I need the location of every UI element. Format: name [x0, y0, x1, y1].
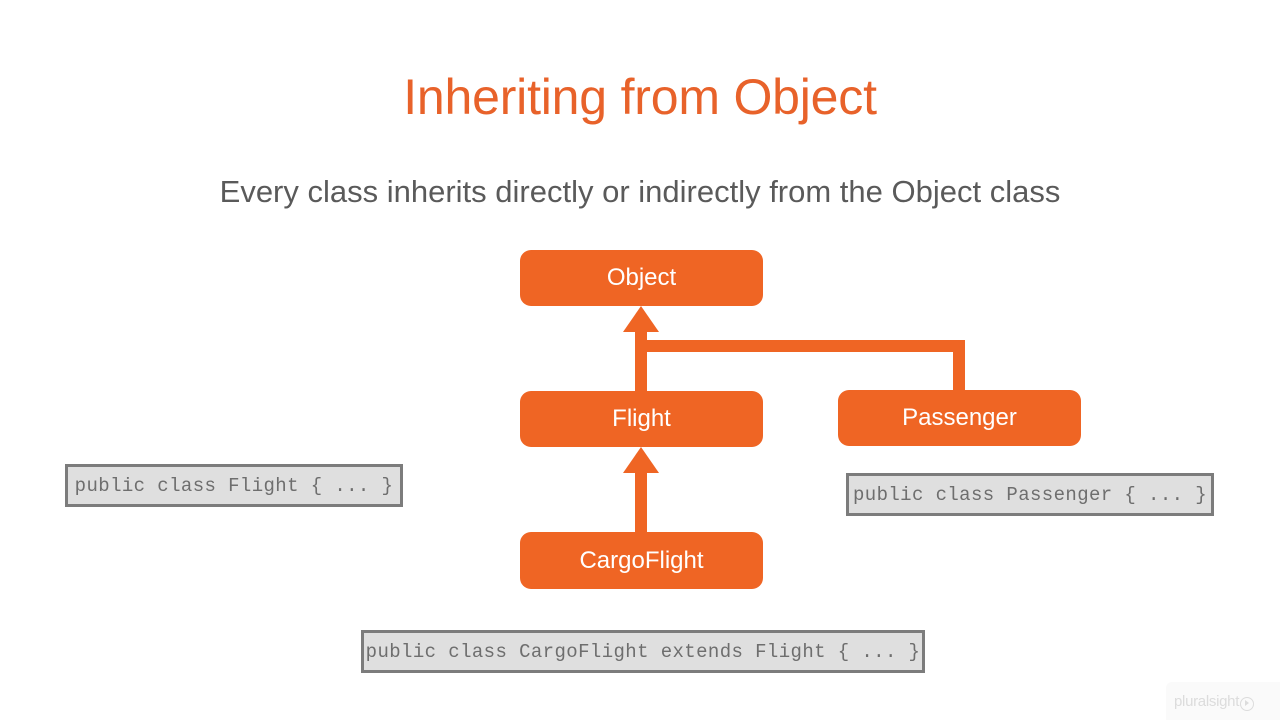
edge-passenger-to-object-corner	[953, 340, 965, 352]
edge-cargoflight-to-flight-stem	[635, 470, 647, 534]
edge-cargoflight-to-flight-arrowhead	[623, 447, 659, 473]
edge-flight-to-object-arrowhead	[623, 306, 659, 332]
edge-flight-to-object-stem	[635, 326, 647, 392]
code-callout-flight: public class Flight { ... }	[65, 464, 403, 507]
slide-subtitle: Every class inherits directly or indirec…	[219, 174, 1061, 209]
code-callout-passenger: public class Passenger { ... }	[846, 473, 1214, 516]
class-node-flight[interactable]: Flight	[520, 391, 763, 447]
play-circle-icon	[1240, 697, 1255, 711]
page-title: Inheriting from Object	[403, 69, 877, 125]
class-node-cargoflight[interactable]: CargoFlight	[520, 532, 763, 589]
code-callout-cargoflight: public class CargoFlight extends Flight …	[361, 630, 925, 673]
pluralsight-wordmark: pluralsight	[1174, 692, 1240, 710]
class-node-object[interactable]: Object	[520, 250, 763, 306]
class-node-passenger[interactable]: Passenger	[838, 390, 1081, 446]
edge-passenger-to-object-horizontal	[641, 340, 961, 352]
edge-passenger-to-object-vertical	[953, 345, 965, 392]
pluralsight-watermark: pluralsight	[1166, 682, 1280, 720]
